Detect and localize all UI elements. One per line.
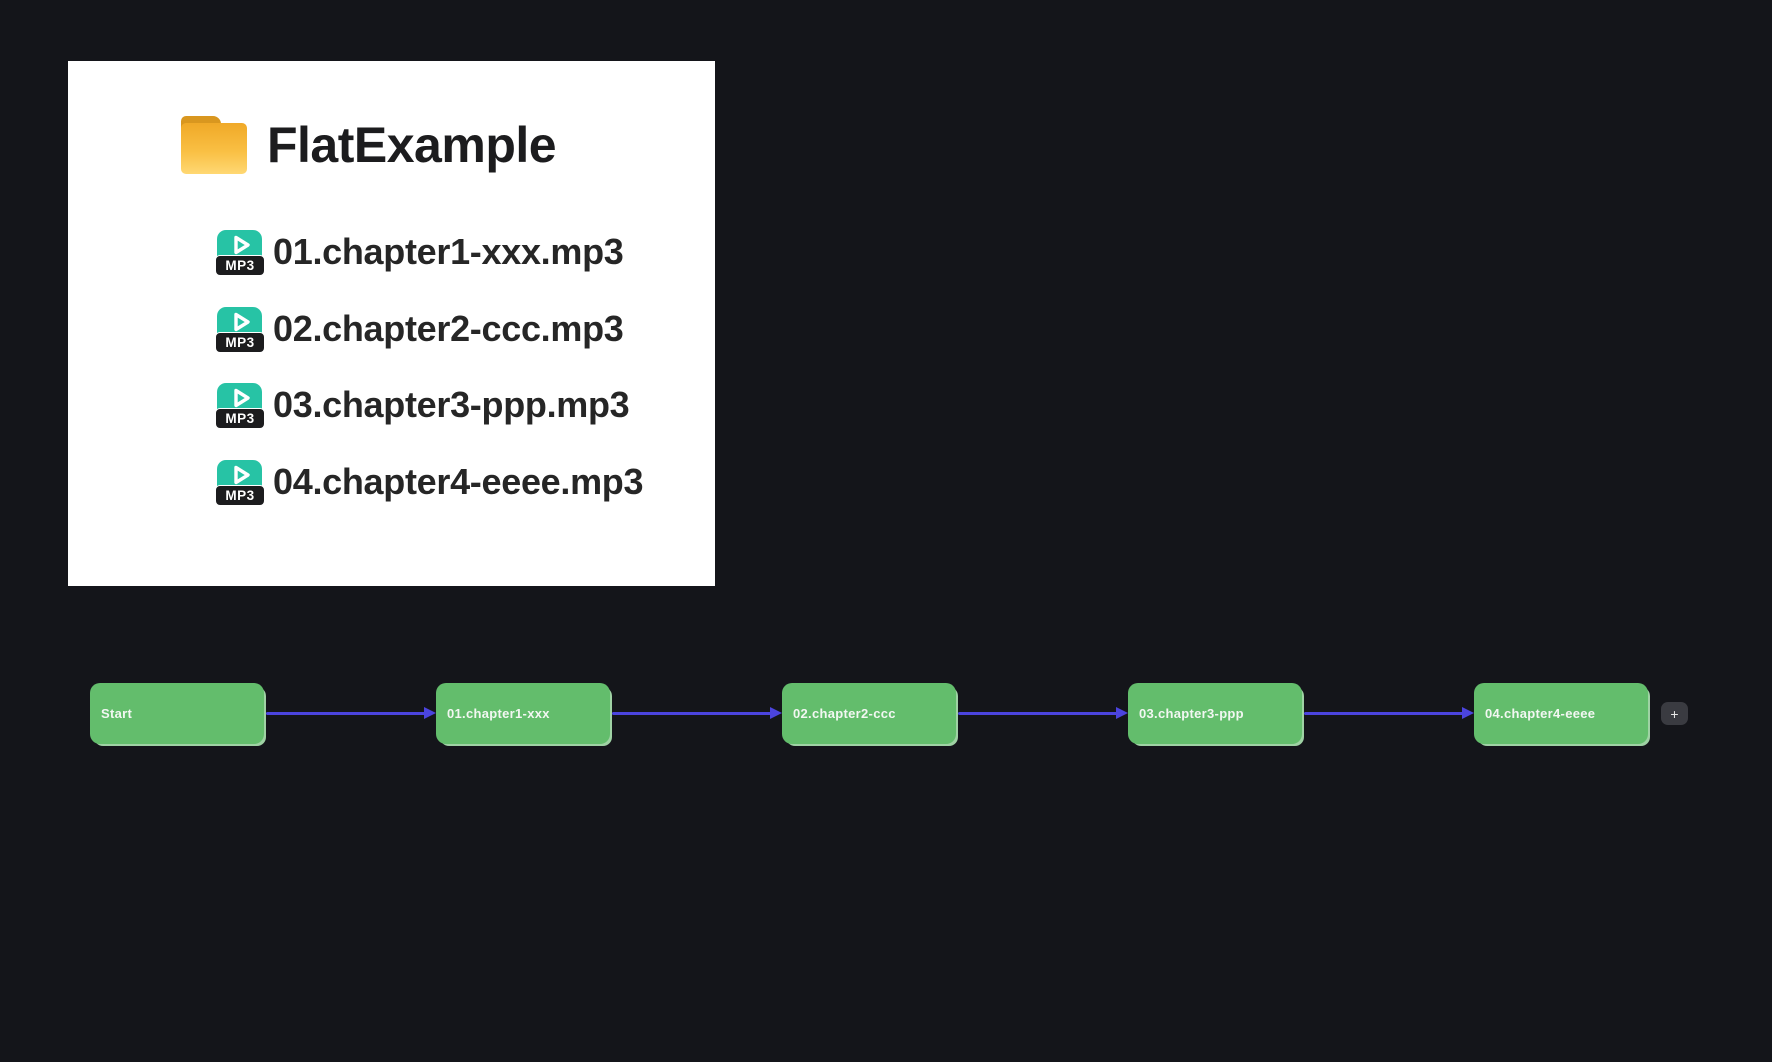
folder-preview-image: FlatExample MP3 01.chapter1-xxx.mp3 MP3 …	[68, 61, 715, 586]
file-name: 03.chapter3-ppp.mp3	[273, 384, 630, 425]
flow-edge	[1302, 705, 1474, 721]
mp3-badge: MP3	[215, 254, 265, 276]
mp3-badge: MP3	[215, 331, 265, 353]
arrowhead-icon	[424, 707, 436, 719]
arrowhead-icon	[770, 707, 782, 719]
flow-node-start[interactable]: Start	[90, 683, 264, 744]
flow-edge	[264, 705, 436, 721]
edge-line	[612, 711, 776, 715]
mp3-file-icon: MP3	[215, 459, 265, 506]
file-name: 01.chapter1-xxx.mp3	[273, 231, 624, 272]
flow-node-label: 03.chapter3-ppp	[1139, 706, 1244, 721]
play-icon	[234, 235, 250, 254]
mp3-file-icon: MP3	[215, 306, 265, 353]
arrowhead-icon	[1462, 707, 1474, 719]
play-icon	[234, 388, 250, 407]
edge-line	[266, 711, 430, 715]
flow-node-chapter4[interactable]: 04.chapter4-eeee	[1474, 683, 1648, 744]
flow-node-label: 02.chapter2-ccc	[793, 706, 896, 721]
file-row: MP3 04.chapter4-eeee.mp3	[215, 459, 644, 506]
file-name: 04.chapter4-eeee.mp3	[273, 461, 644, 502]
mp3-badge: MP3	[215, 484, 265, 506]
folder-title: FlatExample	[267, 117, 557, 173]
flow-node-label: 01.chapter1-xxx	[447, 706, 550, 721]
folder-header: FlatExample	[181, 116, 557, 174]
file-row: MP3 01.chapter1-xxx.mp3	[215, 229, 624, 276]
flow-node-chapter3[interactable]: 03.chapter3-ppp	[1128, 683, 1302, 744]
flow-edge	[610, 705, 782, 721]
add-node-button[interactable]: +	[1661, 702, 1688, 725]
arrowhead-icon	[1116, 707, 1128, 719]
file-row: MP3 03.chapter3-ppp.mp3	[215, 382, 630, 429]
folder-icon	[181, 116, 247, 174]
flow-edge	[956, 705, 1128, 721]
edge-line	[1304, 711, 1468, 715]
mp3-file-icon: MP3	[215, 382, 265, 429]
flow-node-chapter2[interactable]: 02.chapter2-ccc	[782, 683, 956, 744]
mp3-file-icon: MP3	[215, 229, 265, 276]
flow-node-chapter1[interactable]: 01.chapter1-xxx	[436, 683, 610, 744]
play-icon	[234, 465, 250, 484]
flow-node-label: Start	[101, 706, 133, 721]
file-name: 02.chapter2-ccc.mp3	[273, 308, 624, 349]
mp3-badge: MP3	[215, 407, 265, 429]
edge-line	[958, 711, 1122, 715]
flow-node-label: 04.chapter4-eeee	[1485, 706, 1596, 721]
file-row: MP3 02.chapter2-ccc.mp3	[215, 306, 624, 353]
play-icon	[234, 312, 250, 331]
